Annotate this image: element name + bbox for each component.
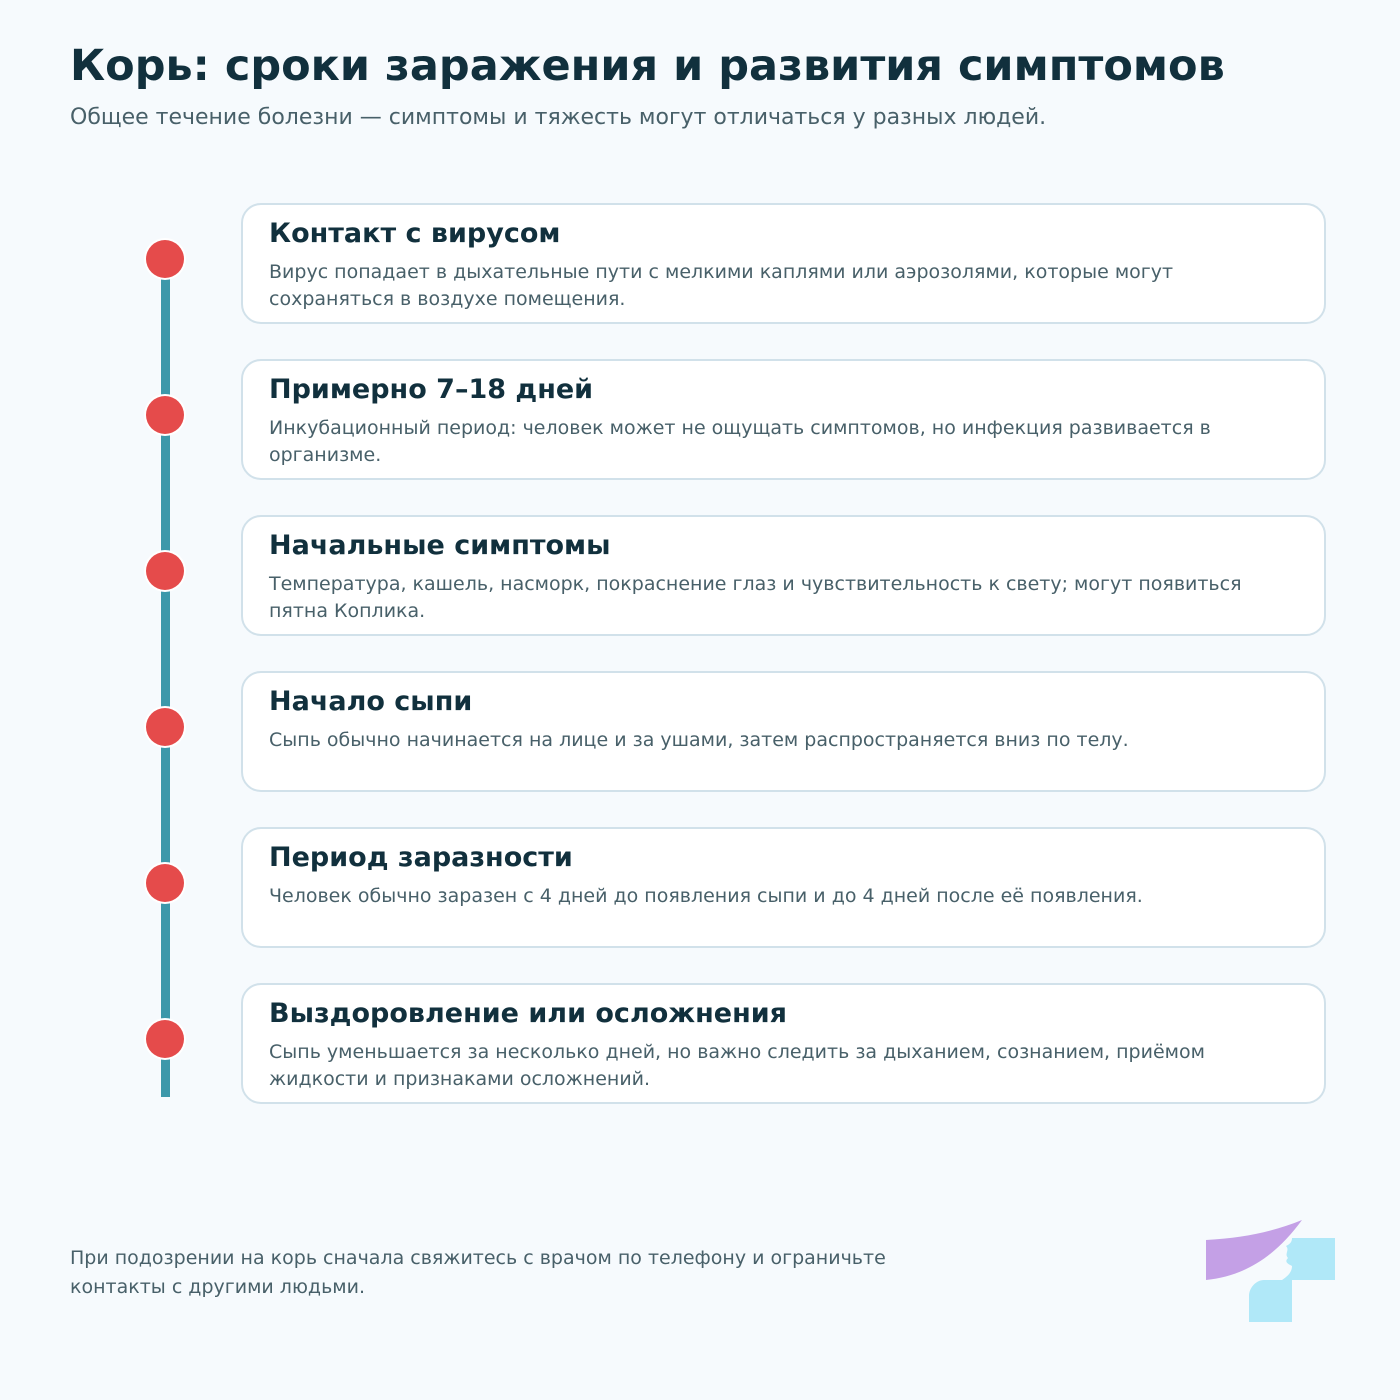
brand-logo-icon <box>1206 1220 1335 1322</box>
stage-title: Контакт с вирусом <box>269 218 561 249</box>
stage-description: Сыпь обычно начинается на лице и за ушам… <box>269 729 1129 751</box>
stage-description: Инкубационный период: человек может не о… <box>269 417 1211 466</box>
stage-description: Температура, кашель, насморк, покраснени… <box>269 573 1242 622</box>
timeline-dot <box>146 1020 184 1058</box>
stage-title: Период заразности <box>269 842 573 873</box>
stage-card-contact: Контакт с вирусом Вирус попадает в дыхат… <box>241 203 1326 324</box>
stage-title: Выздоровление или осложнения <box>269 998 788 1029</box>
logo-purple-leaf <box>1206 1220 1302 1280</box>
stage-card-recovery: Выздоровление или осложнения Сыпь уменьш… <box>241 983 1326 1104</box>
stage-description: Вирус попадает в дыхательные пути с мелк… <box>269 261 1174 310</box>
stage-card-rash-onset: Начало сыпи Сыпь обычно начинается на ли… <box>241 671 1326 792</box>
stage-description: Сыпь уменьшается за несколько дней, но в… <box>269 1041 1205 1090</box>
timeline-dot <box>146 396 184 434</box>
stage-description: Человек обычно заразен с 4 дней до появл… <box>269 885 1143 907</box>
footer-note: При подозрении на корь сначала свяжитесь… <box>70 1247 886 1298</box>
stage-title: Начальные симптомы <box>269 530 611 561</box>
stage-card-contagious-period: Период заразности Человек обычно заразен… <box>241 827 1326 948</box>
stage-card-early-symptoms: Начальные симптомы Температура, кашель, … <box>241 515 1326 636</box>
page-subtitle: Общее течение болезни — симптомы и тяжес… <box>70 105 1047 130</box>
stage-title: Примерно 7–18 дней <box>269 374 594 405</box>
timeline-dot <box>146 552 184 590</box>
stage-title: Начало сыпи <box>269 686 473 717</box>
page-title: Корь: сроки заражения и развития симптом… <box>70 41 1225 91</box>
timeline-line <box>161 258 170 1097</box>
timeline-dot <box>146 708 184 746</box>
logo-blue-shape <box>1249 1238 1335 1322</box>
timeline-dot <box>146 864 184 902</box>
timeline-dot <box>146 240 184 278</box>
stage-card-incubation: Примерно 7–18 дней Инкубационный период:… <box>241 359 1326 480</box>
